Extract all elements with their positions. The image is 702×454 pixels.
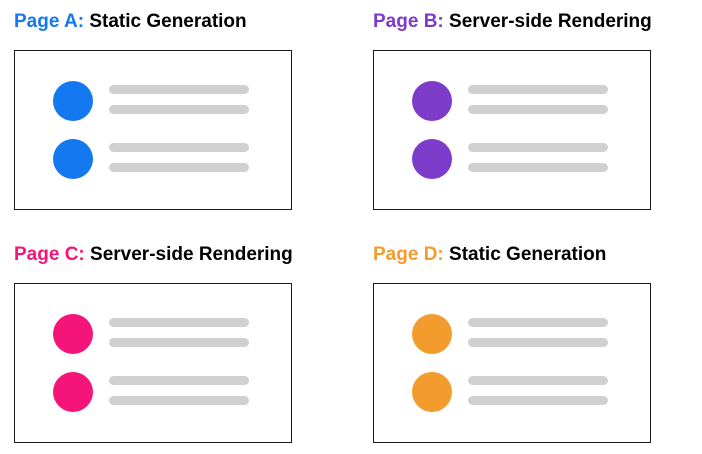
rendering-method: Server-side Rendering	[90, 244, 293, 265]
placeholder-line	[468, 105, 608, 114]
avatar-circle	[412, 139, 452, 179]
placeholder-line	[109, 143, 249, 152]
list-item	[374, 371, 650, 413]
placeholder-line	[109, 318, 249, 327]
placeholder-line	[468, 163, 608, 172]
avatar-circle	[412, 372, 452, 412]
panel-heading: Page C: Server-side Rendering	[14, 243, 293, 267]
page-label: Page B:	[373, 11, 444, 32]
list-item	[15, 138, 291, 180]
avatar-circle	[412, 81, 452, 121]
list-item	[15, 313, 291, 355]
list-item	[374, 313, 650, 355]
page-mockup-card	[14, 283, 292, 443]
panel-heading: Page A: Static Generation	[14, 10, 247, 34]
avatar-circle	[53, 372, 93, 412]
page-label: Page D:	[373, 244, 444, 265]
placeholder-line	[109, 85, 249, 94]
rendering-method: Static Generation	[89, 11, 247, 32]
placeholder-line	[468, 338, 608, 347]
rendering-method: Static Generation	[449, 244, 607, 265]
page-mockup-card	[373, 283, 651, 443]
placeholder-line	[468, 143, 608, 152]
page-label: Page A:	[14, 11, 85, 32]
placeholder-line	[468, 376, 608, 385]
placeholder-line	[109, 376, 249, 385]
panel-heading: Page B: Server-side Rendering	[373, 10, 652, 34]
placeholder-line	[468, 85, 608, 94]
placeholder-line	[468, 318, 608, 327]
avatar-circle	[53, 314, 93, 354]
placeholder-line	[109, 163, 249, 172]
avatar-circle	[53, 81, 93, 121]
placeholder-line	[468, 396, 608, 405]
list-item	[374, 80, 650, 122]
placeholder-line	[109, 338, 249, 347]
avatar-circle	[412, 314, 452, 354]
placeholder-line	[109, 396, 249, 405]
list-item	[15, 371, 291, 413]
list-item	[374, 138, 650, 180]
page-mockup-card	[14, 50, 292, 210]
rendering-method: Server-side Rendering	[449, 11, 652, 32]
placeholder-line	[109, 105, 249, 114]
page-mockup-card	[373, 50, 651, 210]
avatar-circle	[53, 139, 93, 179]
list-item	[15, 80, 291, 122]
page-label: Page C:	[14, 244, 85, 265]
panel-heading: Page D: Static Generation	[373, 243, 606, 267]
